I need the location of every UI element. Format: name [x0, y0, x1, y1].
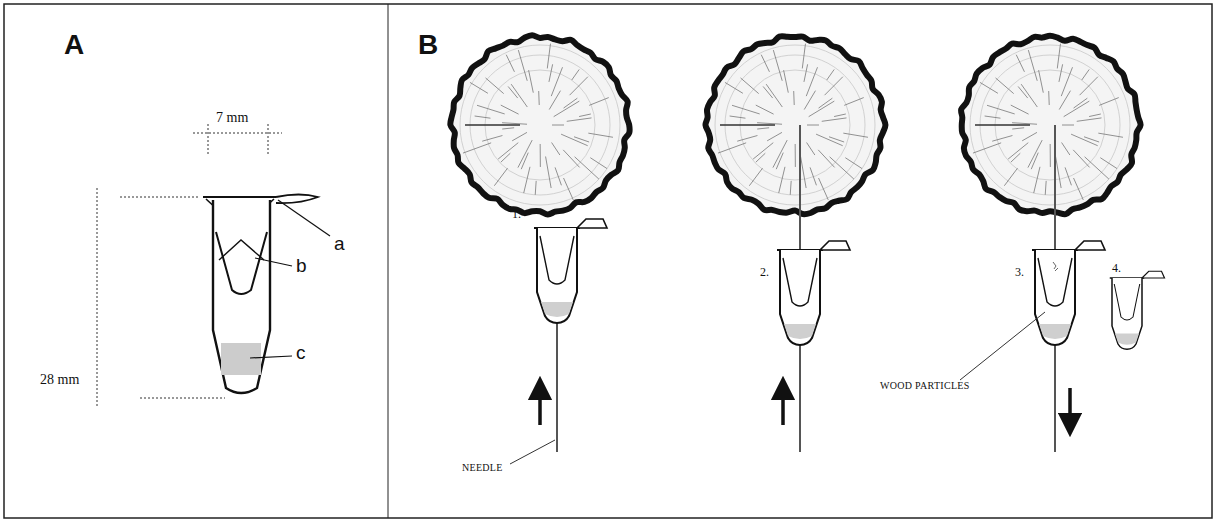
part-letter: c — [296, 343, 306, 364]
needles — [557, 125, 1055, 452]
leader-line — [510, 440, 555, 464]
dimension: 28 mm — [40, 372, 79, 387]
panel-divider — [388, 4, 389, 518]
panel-letter: B — [418, 30, 438, 61]
stem-cross-sections — [450, 35, 1140, 214]
step-number: 1. — [512, 208, 521, 221]
part-name: NEEDLE — [462, 462, 503, 473]
step-number: 4. — [1112, 262, 1121, 275]
stem-section — [961, 36, 1141, 215]
stem-section — [705, 36, 885, 214]
panel-letter: A — [64, 30, 84, 61]
part-letter: a — [334, 234, 345, 255]
tubes — [534, 219, 1165, 349]
part-name: WOOD PARTICLES — [880, 380, 970, 391]
leader-line — [960, 312, 1045, 380]
step-number: 2. — [760, 266, 769, 279]
stem-section — [450, 35, 629, 214]
motion-arrows — [540, 388, 1070, 425]
frame — [4, 4, 1212, 518]
dimension: 7 mm — [216, 110, 248, 125]
part-letter: b — [296, 256, 307, 277]
tube-detail — [97, 124, 330, 408]
step-number: 3. — [1015, 266, 1024, 279]
